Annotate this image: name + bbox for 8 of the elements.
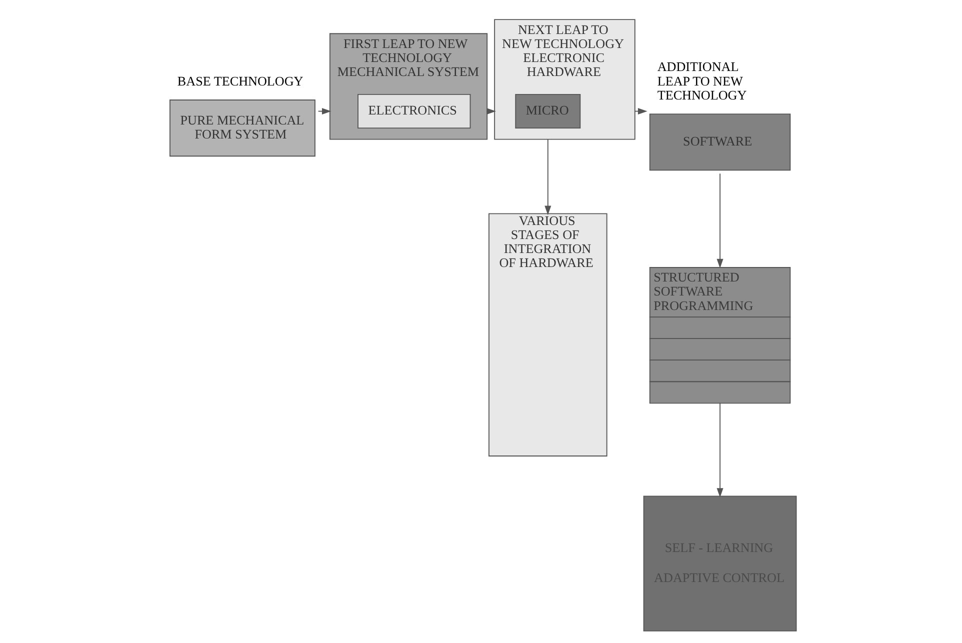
arrow [716,173,724,268]
node-box: MICRO [515,94,581,129]
node-box: VARIOUS STAGES OF INTEGRATION OF HARDWARE [488,213,608,456]
node-label: BASE TECHNOLOGY [177,73,304,88]
node-label: ADDITIONAL LEAP TO NEW TECHNOLOGY [657,59,747,102]
node-box: ELECTRONICS [358,94,471,129]
arrow [544,138,552,216]
arrow [716,402,724,498]
